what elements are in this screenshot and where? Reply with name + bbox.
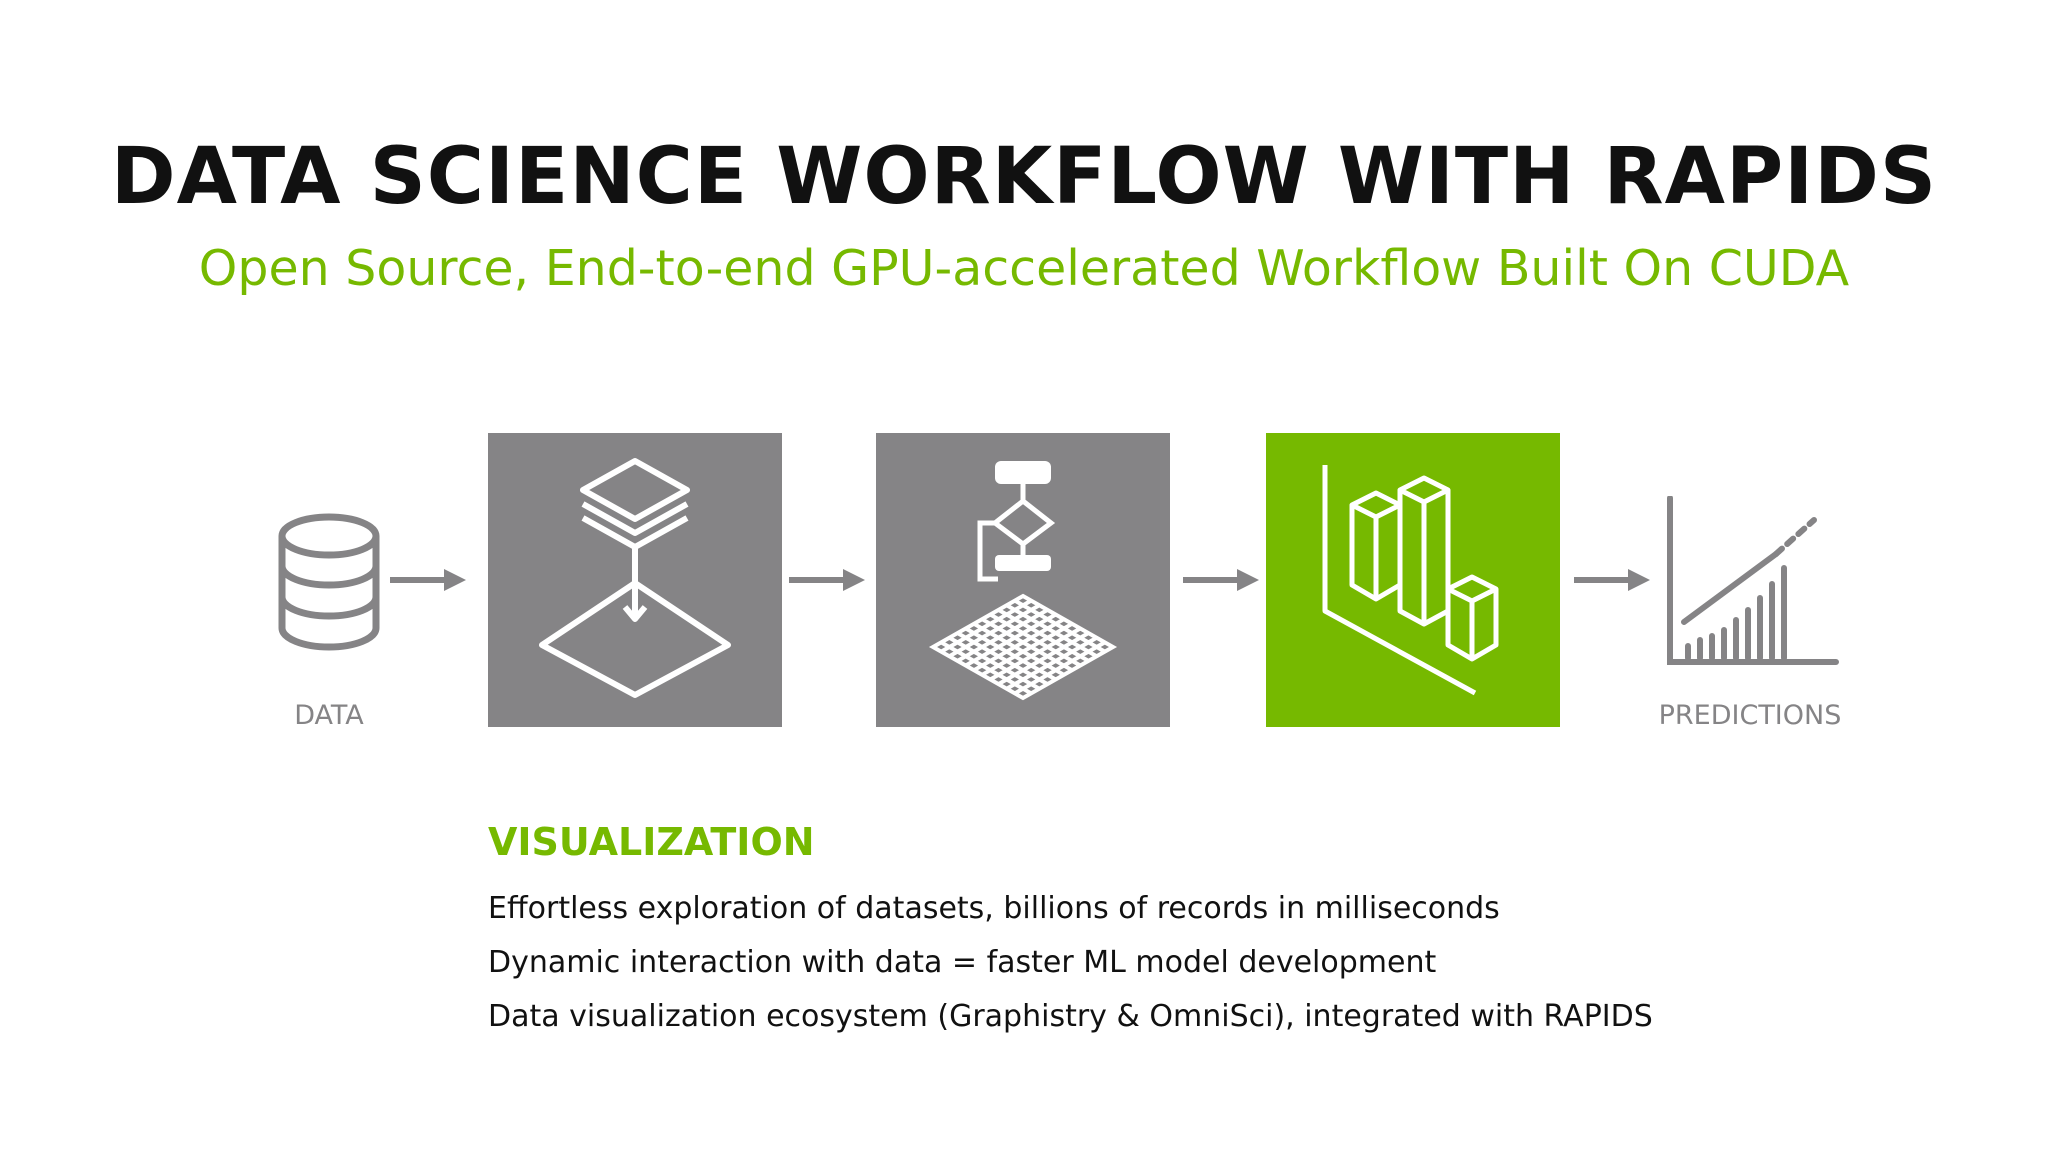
- slide-title: DATA SCIENCE WORKFLOW WITH RAPIDS: [110, 132, 1938, 222]
- section-heading: VISUALIZATION: [488, 820, 815, 864]
- data-layers-icon: [539, 458, 731, 698]
- database-icon: [278, 513, 380, 651]
- predictions-chart-icon: [1667, 496, 1839, 665]
- visualization-section: VISUALIZATION Effortless exploration of …: [488, 820, 1653, 1056]
- bullet-text: Dynamic interaction with data = faster M…: [488, 944, 1437, 980]
- visualization-bars-icon: [1322, 465, 1499, 696]
- arrow-right-icon: [789, 569, 865, 591]
- stage-model-training: [876, 433, 1170, 727]
- arrow-right-icon: [390, 569, 466, 591]
- stage-data-processing: [488, 433, 782, 727]
- model-flowchart-icon: [928, 461, 1118, 701]
- grid-line: [948, 635, 1041, 691]
- stage-visualization: [1266, 433, 1560, 727]
- slide-subtitle: Open Source, End-to-end GPU-accelerated …: [198, 240, 1850, 297]
- bullet-text: Effortless exploration of datasets, bill…: [488, 890, 1500, 926]
- data-label: DATA: [294, 700, 364, 731]
- arrow-right-icon: [1574, 569, 1650, 591]
- grid-line: [1013, 640, 1106, 696]
- grid-line: [940, 640, 1033, 696]
- arrow-right-icon: [1183, 569, 1259, 591]
- bullet-text: Data visualization ecosystem (Graphistry…: [488, 998, 1653, 1034]
- predictions-label: PREDICTIONS: [1658, 700, 1842, 731]
